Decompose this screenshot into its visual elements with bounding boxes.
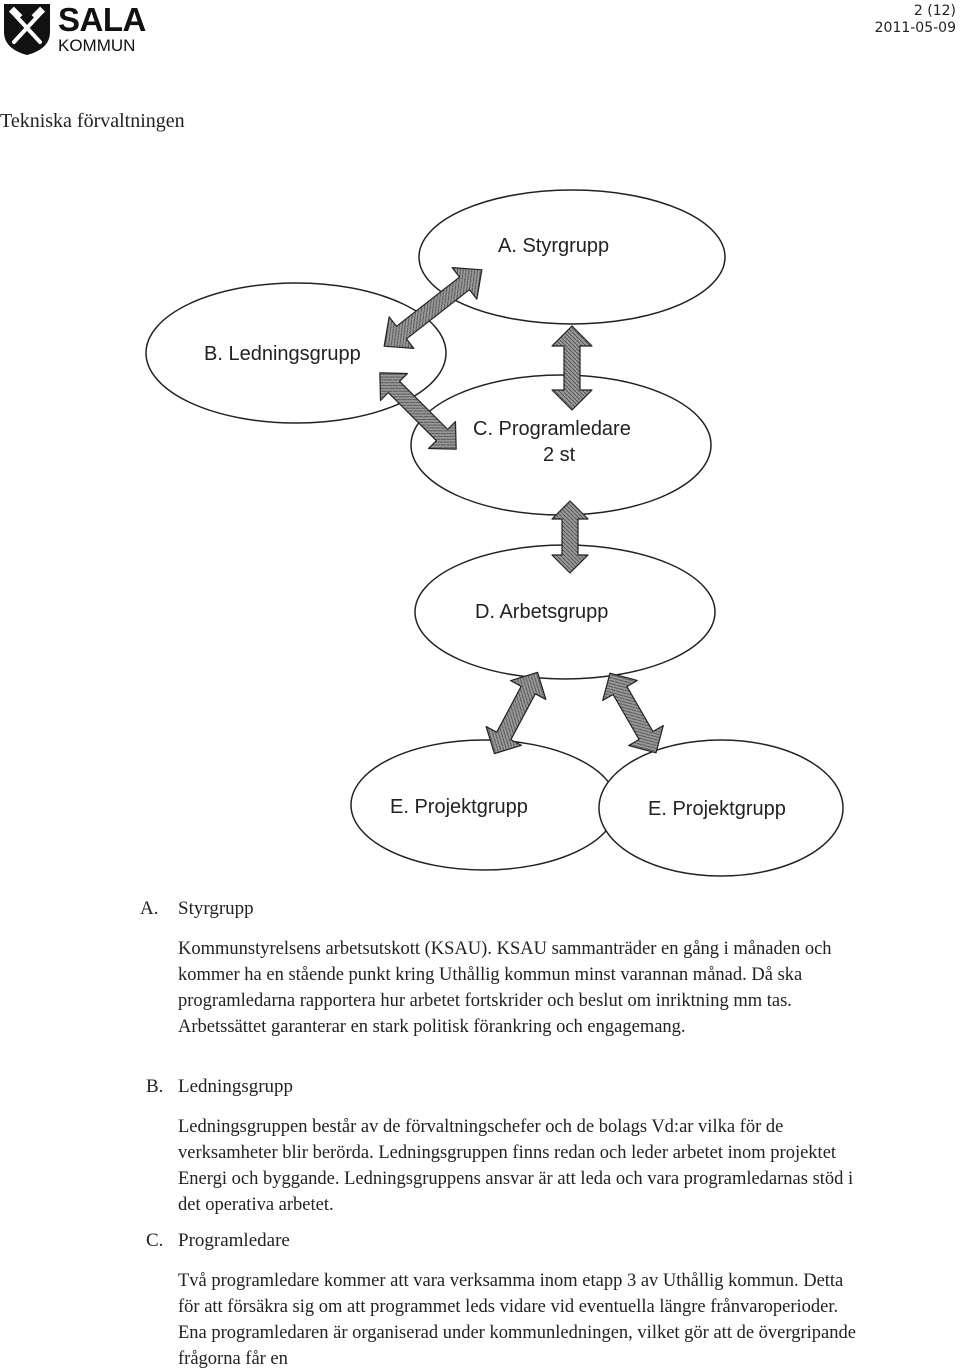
section-title: Styrgrupp [178,898,254,919]
section-letter: B. [146,1076,164,1097]
double-arrow-d-e2 [602,672,664,754]
node-a-ellipse [418,189,726,325]
double-arrow-a-c [551,325,593,411]
node-b-label: B. Ledningsgrupp [204,343,361,365]
document-date: 2011-05-09 [874,20,956,36]
node-e2-ellipse [598,739,844,877]
double-arrow-a-b [383,267,483,349]
section-letter: C. [146,1230,164,1251]
section-c-body: Två programledare kommer att vara verksa… [178,1271,856,1369]
node-c-label: C. Programledare [473,418,631,440]
node-e1-label: E. Projektgrupp [390,796,528,818]
page-number: 2 (12) [913,3,956,19]
page-meta: 2 (12) 2011-05-09 [875,3,956,37]
node-b-ellipse [145,282,447,424]
node-e2-label: E. Projektgrupp [648,798,786,820]
sala-kommun-logo: SALA KOMMUN [2,2,152,60]
node-a-label: A. Styrgrupp [498,235,609,257]
section-letter: A. [140,898,159,919]
department-name: Tekniska förvaltningen [0,110,185,132]
logo-subtitle: KOMMUN [58,36,136,55]
node-d-label: D. Arbetsgrupp [475,601,608,623]
double-arrow-d-e1 [485,671,547,755]
section-b-body: Ledningsgruppen består av de förvaltning… [178,1117,854,1215]
section-title: Ledningsgrupp [178,1076,294,1097]
double-arrow-b-c [379,372,457,450]
section-a-body: Kommunstyrelsens arbetsutskott (KSAU). K… [178,939,832,1037]
node-c-count: 2 st [543,444,576,466]
section-title: Programledare [178,1230,290,1251]
logo-wordmark: SALA [58,1,146,38]
organization-diagram: A. Styrgrupp B. Ledningsgrupp C. Program… [145,189,844,877]
crossed-hammers-icon [4,4,50,55]
double-arrow-c-d [551,500,589,574]
